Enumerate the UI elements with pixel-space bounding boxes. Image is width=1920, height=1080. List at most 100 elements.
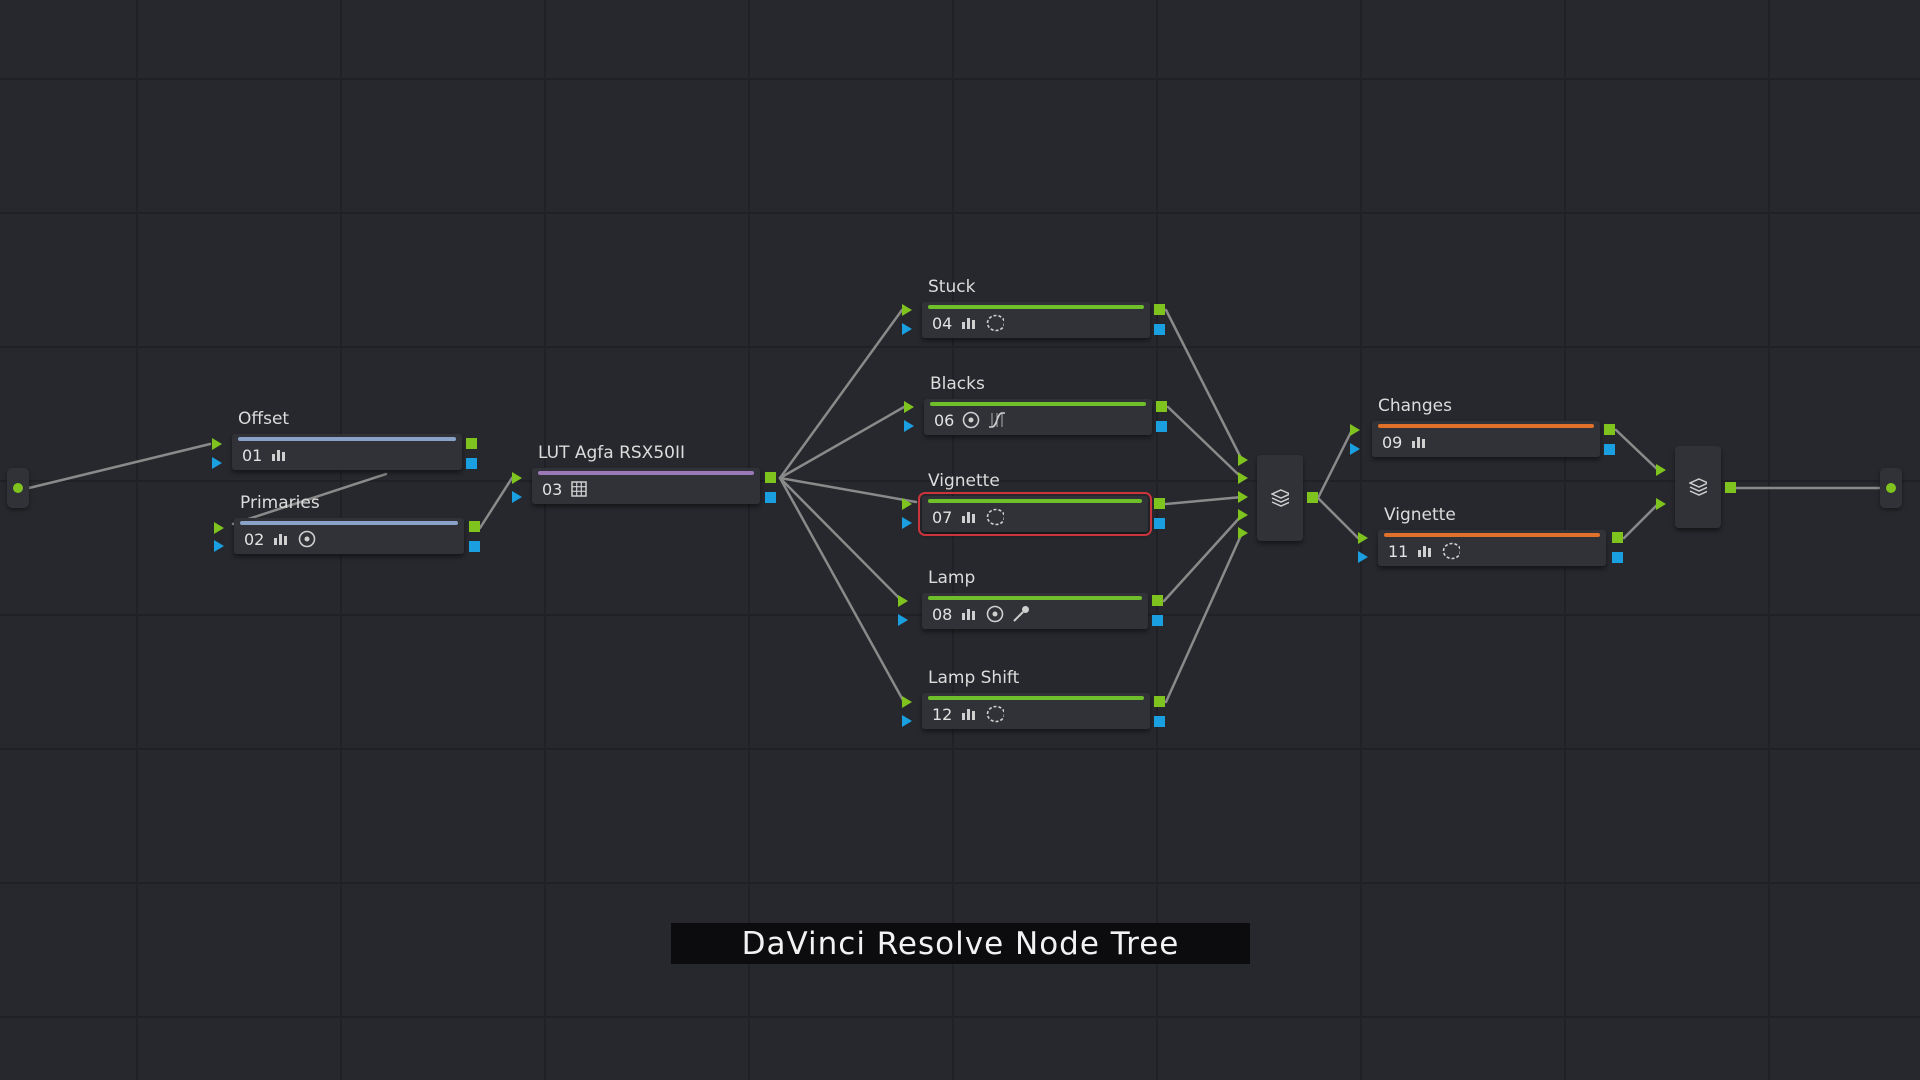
node-09-alpha-output[interactable] <box>1604 444 1615 455</box>
node-color-bar <box>928 499 1142 503</box>
node-02-rgb-input[interactable] <box>214 522 224 534</box>
mixer-1-input-2[interactable] <box>1238 472 1248 484</box>
node-03-alpha-input[interactable] <box>512 491 522 503</box>
node-11-vignette[interactable]: Vignette 11 <box>1378 504 1606 568</box>
node-01-rgb-input[interactable] <box>212 438 222 450</box>
dotted-circle-icon <box>986 508 1005 526</box>
node-08-alpha-output[interactable] <box>1152 615 1163 626</box>
node-03-lut[interactable]: LUT Agfa RSX50II 03 <box>532 442 760 506</box>
mixer-1-output[interactable] <box>1307 492 1318 503</box>
node-11-alpha-output[interactable] <box>1612 552 1623 563</box>
node-08-alpha-input[interactable] <box>898 614 908 626</box>
node-03-rgb-input[interactable] <box>512 472 522 484</box>
node-body[interactable]: 11 <box>1378 530 1606 566</box>
wire-02-to-03 <box>478 476 514 530</box>
node-11-alpha-input[interactable] <box>1358 551 1368 563</box>
dotted-circle-icon <box>986 314 1005 332</box>
node-07-rgb-input[interactable] <box>902 498 912 510</box>
node-02-rgb-output[interactable] <box>469 521 480 532</box>
node-label: Stuck <box>928 277 976 297</box>
node-12-alpha-input[interactable] <box>902 715 912 727</box>
node-07-rgb-output[interactable] <box>1154 498 1165 509</box>
node-number: 09 <box>1382 432 1403 452</box>
node-body[interactable]: 02 <box>234 518 464 554</box>
bars-icon <box>960 508 978 526</box>
node-color-bar <box>1384 533 1600 537</box>
layer-mixer-1[interactable] <box>1257 455 1303 541</box>
node-02-primaries[interactable]: Primaries 02 <box>234 492 464 556</box>
node-body[interactable]: 07 <box>918 492 1152 536</box>
node-04-alpha-input[interactable] <box>902 323 912 335</box>
node-02-alpha-input[interactable] <box>214 540 224 552</box>
node-body[interactable]: 06 <box>924 399 1152 435</box>
wire-01-to-02 <box>231 472 388 526</box>
node-03-alpha-output[interactable] <box>765 492 776 503</box>
node-11-rgb-output[interactable] <box>1612 532 1623 543</box>
node-04-alpha-output[interactable] <box>1154 324 1165 335</box>
node-12-rgb-output[interactable] <box>1154 696 1165 707</box>
node-04-rgb-output[interactable] <box>1154 304 1165 315</box>
node-color-bar <box>928 596 1142 600</box>
bars-icon <box>270 446 288 464</box>
node-body[interactable]: 03 <box>532 468 760 504</box>
node-08-rgb-input[interactable] <box>898 595 908 607</box>
node-09-alpha-input[interactable] <box>1350 443 1360 455</box>
node-12-alpha-output[interactable] <box>1154 716 1165 727</box>
node-body[interactable]: 09 <box>1372 421 1600 457</box>
node-body[interactable]: 04 <box>922 302 1150 338</box>
node-08-rgb-output[interactable] <box>1152 595 1163 606</box>
bars-icon <box>960 314 978 332</box>
mixer-1-input-4[interactable] <box>1238 509 1248 521</box>
node-body[interactable]: 08 <box>922 593 1148 629</box>
node-01-alpha-input[interactable] <box>212 457 222 469</box>
wire-03-to-12 <box>778 476 906 704</box>
grid-icon <box>570 480 588 498</box>
bars-icon <box>960 605 978 623</box>
node-02-alpha-output[interactable] <box>469 541 480 552</box>
node-01-rgb-output[interactable] <box>466 438 477 449</box>
mixer-2-output[interactable] <box>1725 482 1736 493</box>
node-08-lamp[interactable]: Lamp 08 <box>922 567 1148 631</box>
mixer-1-input-1[interactable] <box>1238 454 1248 466</box>
node-04-rgb-input[interactable] <box>902 304 912 316</box>
node-04-stuck[interactable]: Stuck 04 <box>922 276 1150 340</box>
node-06-rgb-input[interactable] <box>904 401 914 413</box>
node-06-blacks[interactable]: Blacks 06 <box>924 373 1152 437</box>
node-07-vignette[interactable]: Vignette 07 <box>918 470 1152 536</box>
bars-icon <box>1410 433 1428 451</box>
node-03-rgb-output[interactable] <box>765 472 776 483</box>
circle-target-icon <box>962 411 980 429</box>
node-07-alpha-output[interactable] <box>1154 518 1165 529</box>
node-06-alpha-input[interactable] <box>904 420 914 432</box>
wire-mixer1-to-11 <box>1316 496 1360 540</box>
layer-mixer-2[interactable] <box>1675 446 1721 528</box>
wire-12-to-mixer1 <box>1164 531 1244 704</box>
node-06-rgb-output[interactable] <box>1156 401 1167 412</box>
node-label: LUT Agfa RSX50II <box>538 443 685 463</box>
node-11-rgb-input[interactable] <box>1358 532 1368 544</box>
wire-11-to-mixer2 <box>1622 502 1660 540</box>
node-01-alpha-output[interactable] <box>466 458 477 469</box>
wire-03-to-07 <box>778 476 918 504</box>
node-09-changes[interactable]: Changes 09 <box>1372 395 1600 459</box>
node-body[interactable]: 12 <box>922 693 1150 729</box>
mixer-2-input-1[interactable] <box>1656 464 1666 476</box>
node-07-alpha-input[interactable] <box>902 517 912 529</box>
wire-09-to-mixer2 <box>1614 428 1660 472</box>
node-12-lamp-shift[interactable]: Lamp Shift 12 <box>922 667 1150 731</box>
node-09-rgb-output[interactable] <box>1604 424 1615 435</box>
wire-mixer1-to-09 <box>1316 428 1354 500</box>
source-input-node[interactable] <box>7 468 29 508</box>
node-12-rgb-input[interactable] <box>902 696 912 708</box>
node-09-rgb-input[interactable] <box>1350 424 1360 436</box>
mixer-1-input-5[interactable] <box>1238 527 1248 539</box>
node-06-alpha-output[interactable] <box>1156 421 1167 432</box>
node-01-offset[interactable]: Offset 01 <box>232 408 462 472</box>
node-body[interactable]: 01 <box>232 434 462 470</box>
mixer-2-input-2[interactable] <box>1656 498 1666 510</box>
wire-06-to-mixer1 <box>1166 405 1244 480</box>
node-color-bar <box>928 305 1144 309</box>
output-node[interactable] <box>1880 468 1902 508</box>
node-number: 01 <box>242 445 263 465</box>
mixer-1-input-3[interactable] <box>1238 491 1248 503</box>
